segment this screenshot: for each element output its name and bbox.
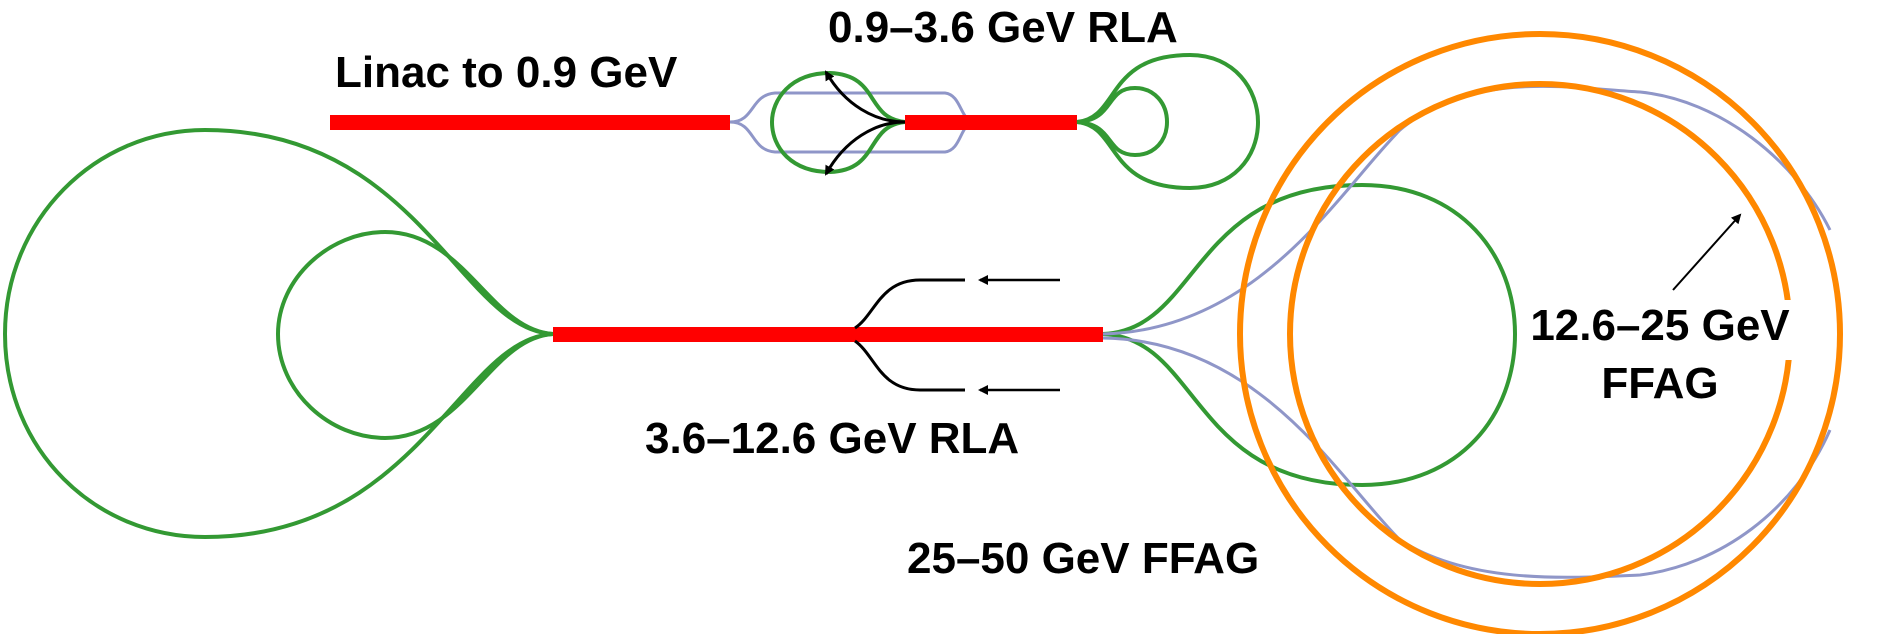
label-ffag1-line2: FFAG xyxy=(1601,359,1718,408)
ffag-pointer-arrow xyxy=(1672,213,1742,291)
linac-bar xyxy=(330,115,730,130)
label-ffag1-line1: 12.6–25 GeV xyxy=(1530,301,1790,350)
label-linac: Linac to 0.9 GeV xyxy=(335,48,678,97)
rla1-transfer-line-top xyxy=(729,91,976,124)
label-rla1: 0.9–3.6 GeV RLA xyxy=(828,3,1178,52)
rla1-injection-path-up xyxy=(824,70,906,124)
rla2-injection-line-top xyxy=(854,278,965,330)
rla1-injection-path-down xyxy=(824,120,906,176)
rla1-right-arc-small xyxy=(1076,85,1170,158)
rla2-group xyxy=(2,84,1832,579)
rla2-linac-bar xyxy=(553,327,1103,342)
label-rla2: 3.6–12.6 GeV RLA xyxy=(645,414,1019,463)
rla2-right-arc xyxy=(1102,182,1518,488)
ffag-ring-25-50gev xyxy=(1237,31,1843,634)
ffag-transfer-line-bottom xyxy=(1102,336,1832,579)
ffag-label-gap xyxy=(1778,300,1802,360)
rla2-left-arc-small xyxy=(275,229,554,441)
rla1-left-arc xyxy=(769,70,906,175)
rla2-left-arc-large xyxy=(2,127,554,540)
ffag-transfer-line-top xyxy=(1102,84,1832,336)
rla1-linac-bar xyxy=(905,115,1077,130)
label-ffag2: 25–50 GeV FFAG xyxy=(907,534,1259,583)
rla1-right-arc-large xyxy=(1076,52,1261,191)
rla1-group xyxy=(729,52,1261,191)
rla2-injection-line-bottom xyxy=(854,339,965,392)
